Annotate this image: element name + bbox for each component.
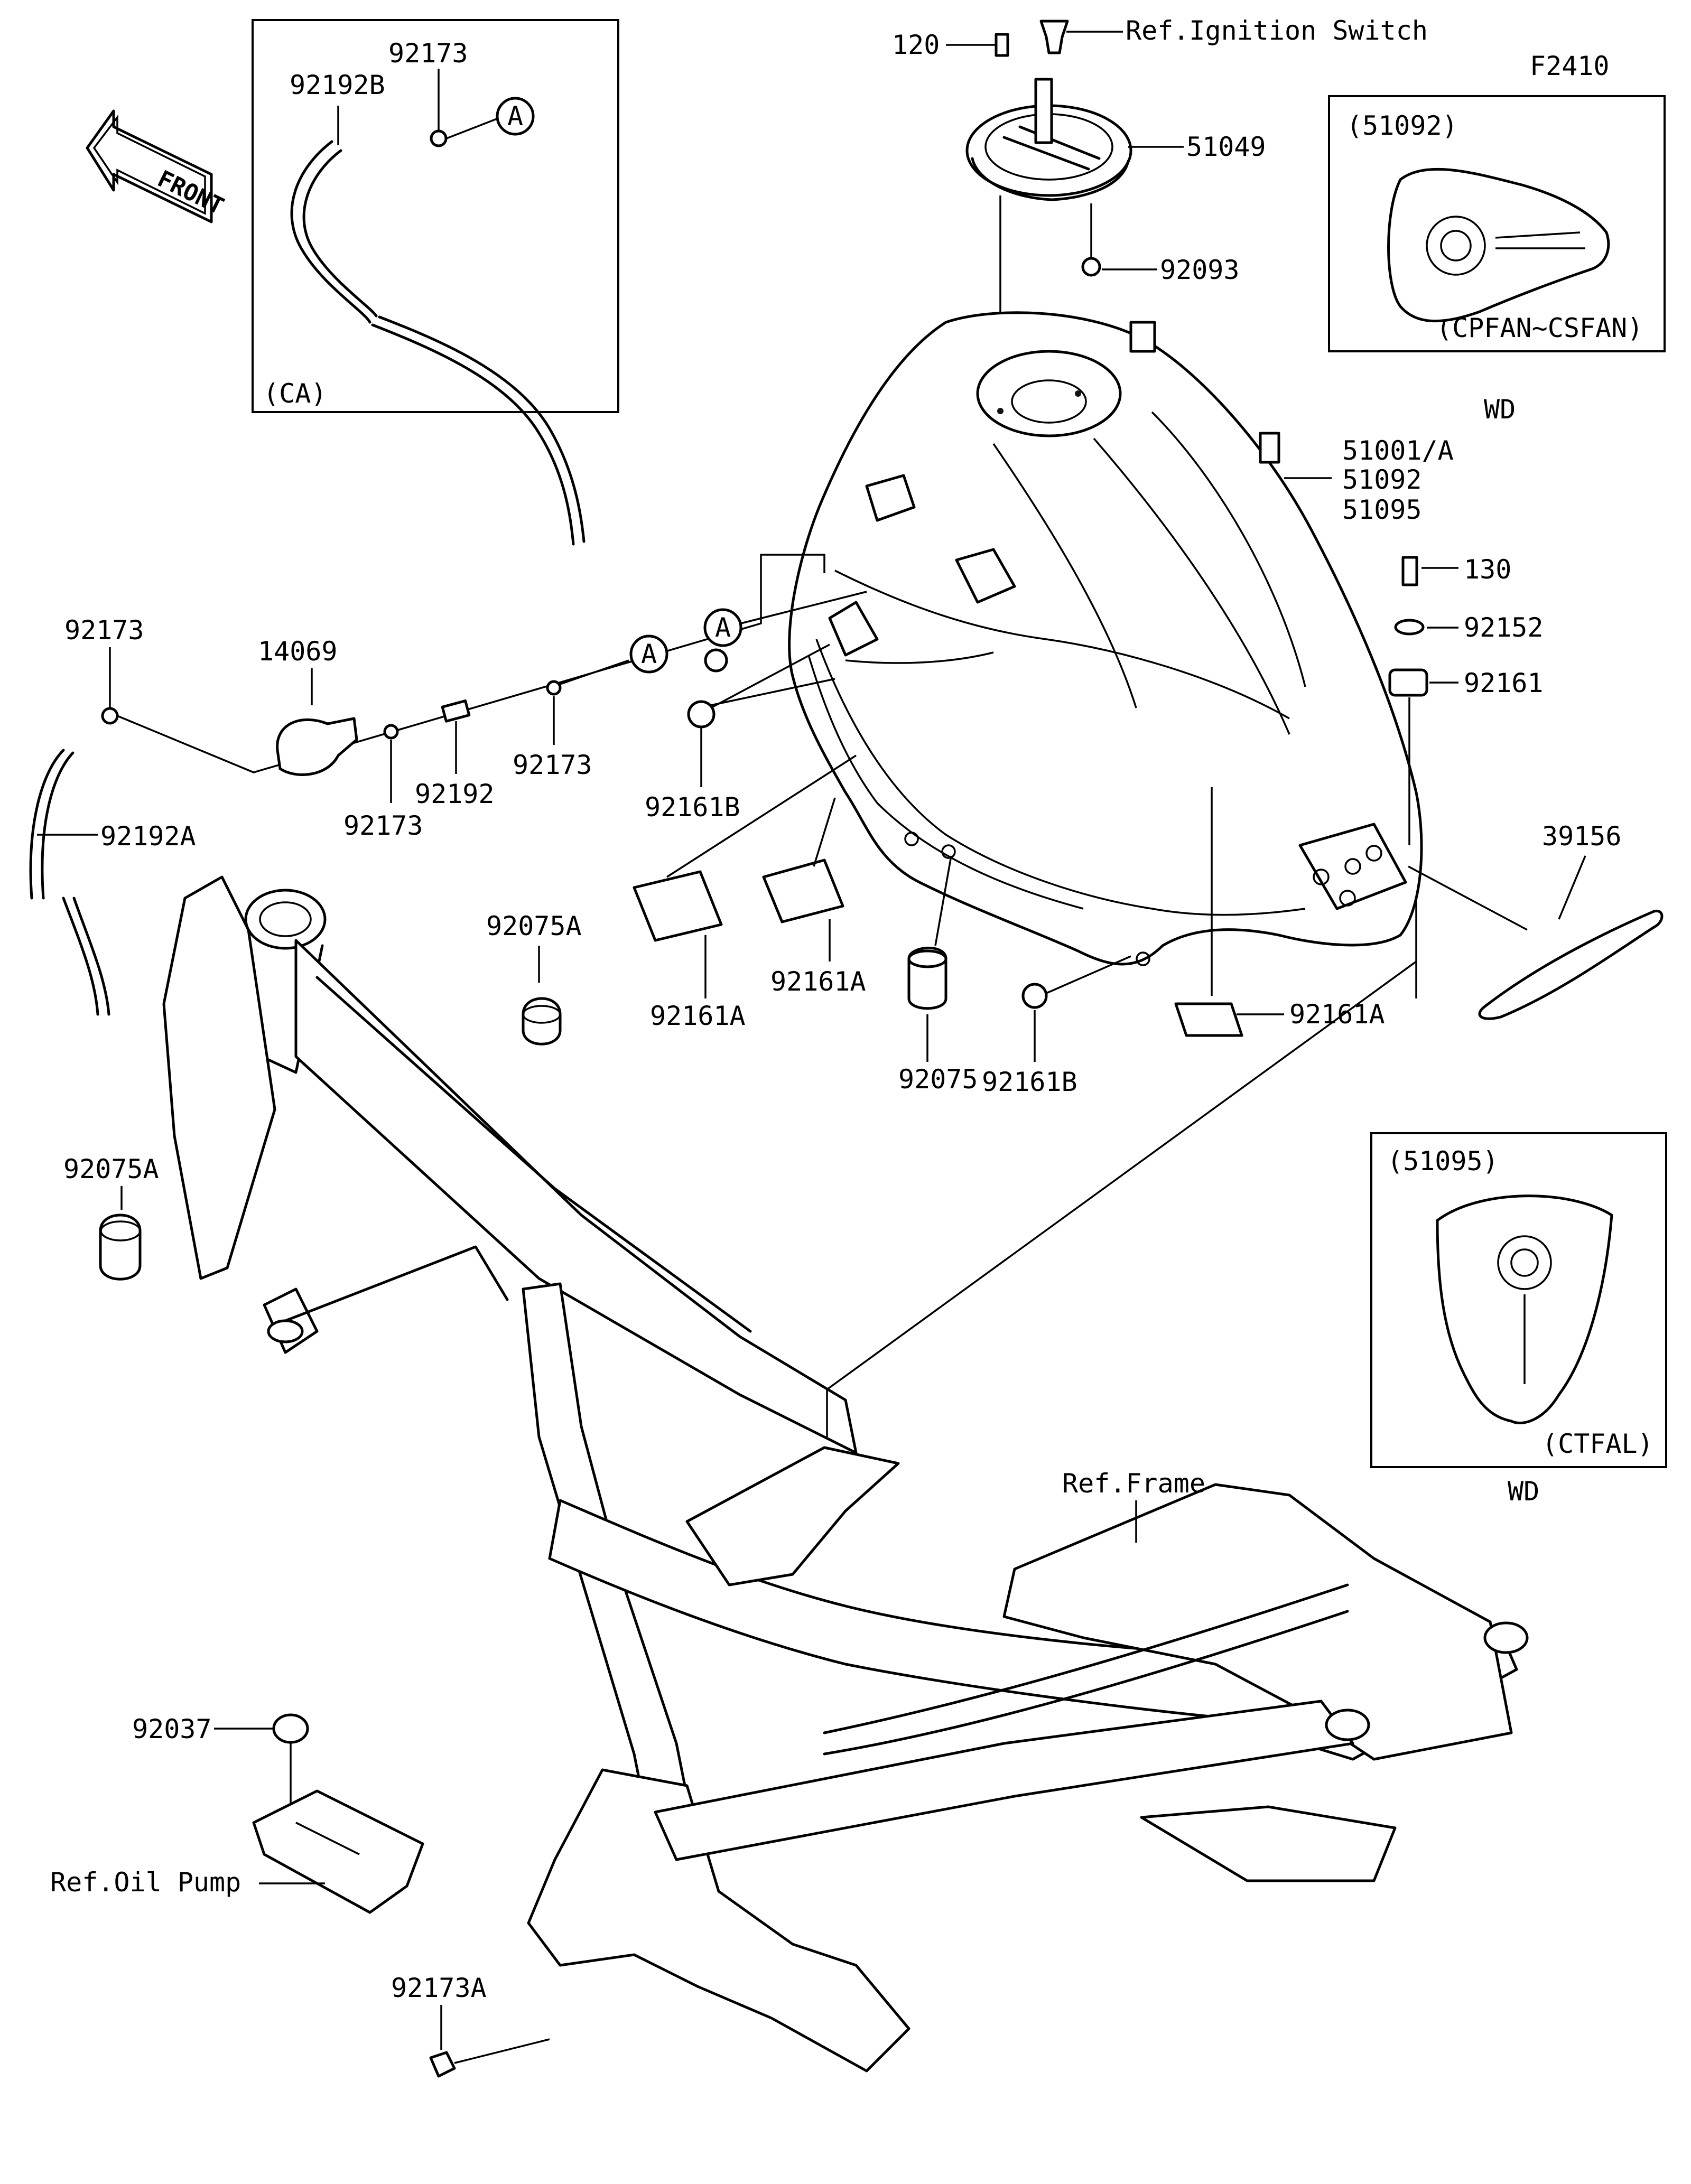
- inset-ca: (CA) 92173 92192B A: [252, 19, 619, 546]
- pad-39156: [1478, 909, 1664, 1020]
- pad-92161a-left: [633, 870, 723, 942]
- figure-code: F2410: [1530, 51, 1610, 81]
- label-14069: 14069: [258, 636, 338, 667]
- label-92161b-left: 92161B: [645, 792, 740, 823]
- callout-a-tank: [703, 608, 742, 647]
- damper-92161: [1388, 668, 1428, 697]
- label-120: 120: [892, 30, 940, 60]
- label-92161b-mid: 92161B: [982, 1067, 1077, 1097]
- inset-51095-model: (CTFAL): [1542, 1429, 1653, 1459]
- label-92075a-left: 92075A: [63, 1154, 159, 1184]
- clamp-92173-ca: [430, 129, 448, 147]
- hose-92192b: [290, 140, 371, 324]
- canister-14069: [276, 717, 358, 776]
- pad-92161a-mid: [762, 858, 844, 923]
- frame: [162, 875, 1529, 2073]
- clamp-92173a: [429, 2051, 456, 2078]
- callout-a-ca: [496, 97, 535, 136]
- label-51001: 51001/A: [1342, 435, 1454, 466]
- label-92152: 92152: [1464, 612, 1544, 643]
- callout-a-left-letter: A: [641, 639, 657, 669]
- inset-ca-tag: (CA): [263, 378, 327, 409]
- collar-92152: [1394, 619, 1425, 636]
- inset-51092: (51092) (CPFAN~CSFAN): [1328, 95, 1666, 352]
- grommet-92161b-mid: [1021, 983, 1048, 1009]
- callout-a-ca-letter: A: [507, 101, 523, 132]
- label-92161a-mid: 92161A: [770, 966, 866, 997]
- screw-120: [995, 33, 1009, 57]
- label-92075: 92075: [898, 1064, 978, 1095]
- grommet-92093: [1081, 257, 1101, 277]
- label-51092: 51092: [1342, 464, 1422, 495]
- label-92173-top: 92173: [64, 615, 144, 646]
- bolt-ignition: [1039, 20, 1069, 54]
- label-92173a: 92173A: [391, 1973, 487, 2003]
- label-92161a-left: 92161A: [650, 1001, 746, 1031]
- oil-pump-bracket: [252, 1789, 424, 1914]
- hose-92192a: [29, 749, 65, 900]
- label-92075a-top: 92075A: [486, 911, 582, 941]
- grommet-92161b-left: [687, 700, 716, 729]
- inset-51095-caption: WD: [1508, 1476, 1539, 1507]
- damper-92075a-top: [522, 997, 562, 1046]
- inset-51092-model: (CPFAN~CSFAN): [1436, 313, 1643, 343]
- label-92037: 92037: [132, 1714, 212, 1744]
- inset-51092-part: (51092): [1346, 110, 1458, 141]
- clip-92037: [272, 1713, 309, 1744]
- ref-oil-pump: Ref.Oil Pump: [50, 1867, 241, 1898]
- inset-51095: (51095) (CTFAL): [1370, 1132, 1667, 1468]
- label-92093: 92093: [1160, 255, 1240, 285]
- clamp-92173-b: [546, 680, 562, 696]
- label-92161: 92161: [1464, 668, 1544, 698]
- label-92173-b: 92173: [513, 750, 592, 780]
- pad-92161a-right: [1174, 1002, 1243, 1037]
- hose-92192: [441, 699, 471, 723]
- damper-92075a-left: [99, 1214, 142, 1281]
- ref-ignition-switch: Ref.Ignition Switch: [1126, 15, 1428, 46]
- callout-a-left: [629, 634, 668, 674]
- ref-frame: Ref.Frame: [1062, 1468, 1205, 1499]
- inset-51092-caption: WD: [1484, 394, 1516, 425]
- bolt-130: [1401, 556, 1418, 586]
- callout-a-tank-letter: A: [715, 612, 731, 643]
- label-51095: 51095: [1342, 494, 1422, 525]
- front-arrow-icon: FRONT: [86, 109, 228, 223]
- fuel-tank-51001: [788, 311, 1423, 966]
- label-92173-a: 92173: [343, 810, 423, 841]
- label-39156: 39156: [1542, 821, 1622, 852]
- clamp-92173-top: [101, 707, 119, 725]
- label-92192: 92192: [415, 779, 495, 809]
- clamp-92173-a: [383, 724, 399, 740]
- label-51049: 51049: [1186, 132, 1266, 162]
- label-92161a-right: 92161A: [1289, 999, 1385, 1030]
- label-92173-ca: 92173: [388, 38, 468, 69]
- label-92192a: 92192A: [100, 821, 196, 852]
- label-92192b: 92192B: [290, 70, 385, 100]
- fuel-cap-51049: [965, 78, 1132, 201]
- label-130: 130: [1464, 554, 1511, 585]
- inset-51095-part: (51095): [1387, 1146, 1499, 1177]
